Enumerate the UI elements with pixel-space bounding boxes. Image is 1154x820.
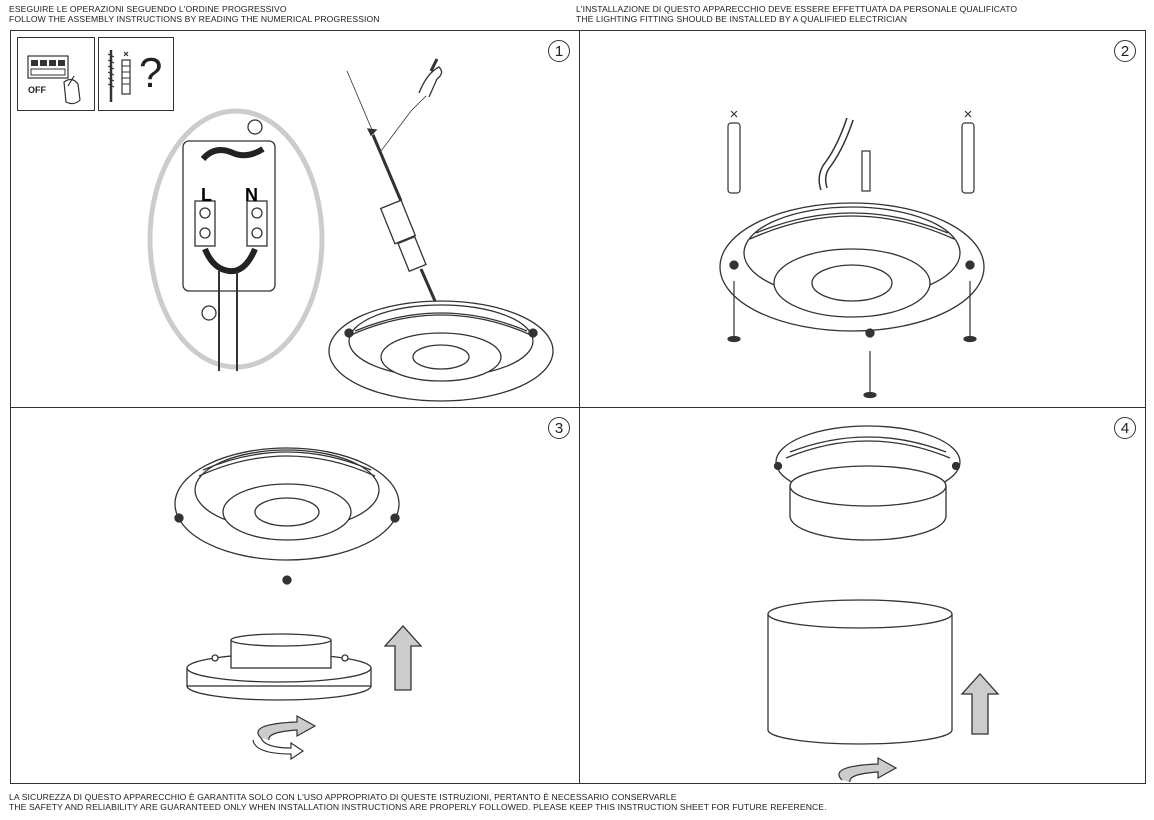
led-module-icon xyxy=(186,633,372,701)
step-4-number: 4 xyxy=(1114,417,1136,439)
footer-italian: LA SICUREZZA DI QUESTO APPARECCHIO È GAR… xyxy=(9,792,677,802)
step-3-number: 3 xyxy=(548,417,570,439)
cable-connector-icon xyxy=(366,128,437,302)
step-2-panel: 2 xyxy=(580,31,1145,408)
tools-icon-box: ? xyxy=(98,37,174,111)
base-plate-icon xyxy=(719,202,985,338)
terminal-l-label: L xyxy=(201,185,212,205)
header-right-italian: L'INSTALLAZIONE DI QUESTO APPARECCHIO DE… xyxy=(576,4,1018,14)
header-left: ESEGUIRE LE OPERAZIONI SEGUENDO L'ORDINE… xyxy=(9,4,380,24)
rotate-arrow-icon xyxy=(252,714,317,761)
up-arrow-icon xyxy=(383,625,423,691)
screw-anchor-icon xyxy=(107,50,131,102)
rotate-arrow-icon xyxy=(838,756,898,783)
footer: LA SICUREZZA DI QUESTO APPARECCHIO È GAR… xyxy=(9,792,827,812)
screw-icon xyxy=(727,281,977,399)
wall-anchor-icon xyxy=(727,110,975,194)
power-off-icon-box: OFF xyxy=(17,37,95,111)
step-1-drawing: L N xyxy=(147,58,554,402)
step-3-drawing xyxy=(174,447,423,761)
base-plate-icon xyxy=(328,300,554,402)
step-2-number: 2 xyxy=(1114,40,1136,62)
question-mark: ? xyxy=(139,49,163,96)
step-3-panel: 3 xyxy=(11,408,580,783)
step-1-panel: 1 OFF ? xyxy=(11,31,580,408)
step-2-drawing xyxy=(719,110,985,399)
header-left-italian: ESEGUIRE LE OPERAZIONI SEGUENDO L'ORDINE… xyxy=(9,4,287,14)
instruction-grid: 1 OFF ? xyxy=(10,30,1146,784)
up-arrow-icon xyxy=(960,673,1000,735)
pliers-icon xyxy=(346,58,443,152)
breaker-switch-icon xyxy=(27,55,81,105)
step-4-panel: 4 xyxy=(580,408,1145,783)
header-right-english: THE LIGHTING FITTING SHOULD BE INSTALLED… xyxy=(576,14,908,24)
step-1-number: 1 xyxy=(548,40,570,62)
header-left-english: FOLLOW THE ASSEMBLY INSTRUCTIONS BY READ… xyxy=(9,14,380,24)
step-4-drawing xyxy=(767,425,1000,783)
cylinder-shade-icon xyxy=(767,599,953,745)
base-plate-icon xyxy=(174,447,400,585)
ceiling-fixture-icon xyxy=(773,425,961,541)
terminal-block-icon xyxy=(182,119,276,371)
footer-english: THE SAFETY AND RELIABILITY ARE GUARANTEE… xyxy=(9,802,827,812)
header-right: L'INSTALLAZIONE DI QUESTO APPARECCHIO DE… xyxy=(576,4,1017,24)
terminal-n-label: N xyxy=(245,185,258,205)
off-label: OFF xyxy=(28,85,46,95)
